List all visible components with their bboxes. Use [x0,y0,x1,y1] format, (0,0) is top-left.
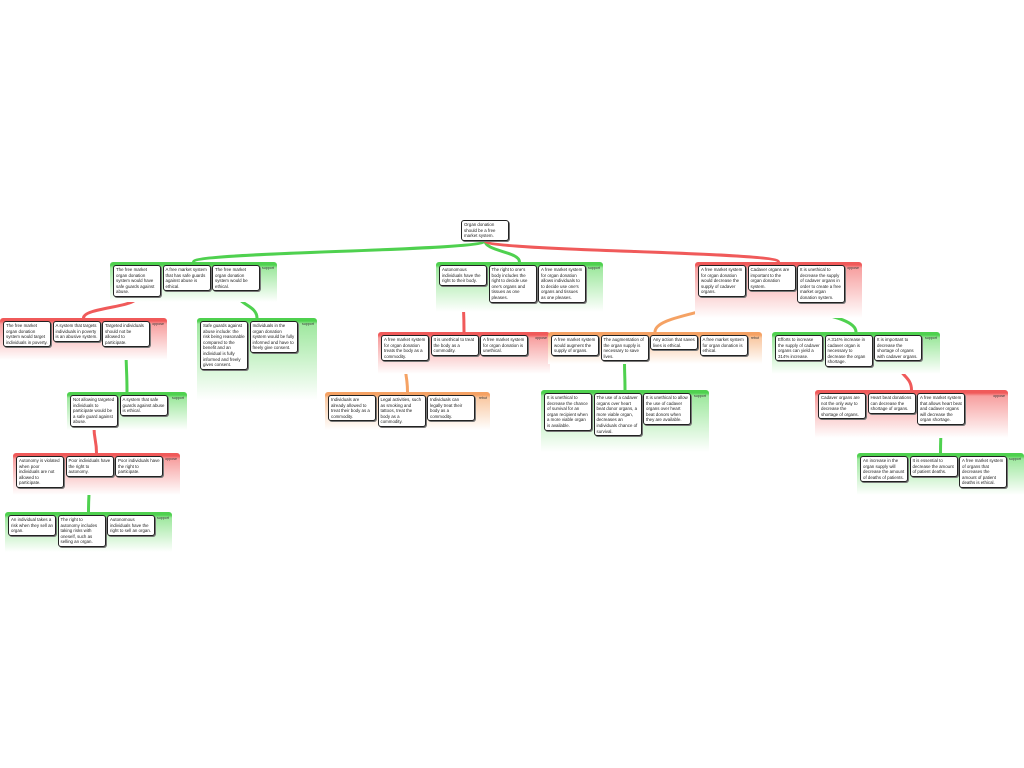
premise-box[interactable]: A free market system for organ donation … [699,335,748,356]
premise-box[interactable]: It is essential to decrease the amount o… [909,456,958,477]
premise-box[interactable]: An individual takes a risk when they sel… [8,515,56,536]
premise-box[interactable]: Not allowing targeted individuals to par… [70,395,118,427]
rebut-group: rebut A free market system would augment … [548,332,762,364]
premise-box[interactable]: Individuals are already allowed to treat… [328,395,376,422]
group-type-label: support [694,394,706,398]
premise-box[interactable]: The free market organ donation system wo… [212,265,260,292]
rebut-group: rebut Individuals are already allowed to … [325,392,490,430]
group-type-label: oppose [165,457,177,461]
premise-box[interactable]: A free market system that allows heart b… [917,393,965,425]
support-group: support It is unethical to decrease the c… [541,390,709,452]
premise-box[interactable]: Targeted individuals should not be allow… [102,321,150,348]
group-type-label: support [157,516,169,520]
oppose-connector [92,426,98,454]
premise-box[interactable]: The free market organ donation system wo… [113,265,161,297]
group-type-label: oppose [847,266,859,270]
group-type-label: support [925,336,937,340]
group-type-label: support [1009,457,1021,461]
premise-box[interactable]: Autonomy is violated when poor individua… [16,456,64,488]
support-group: support An individual takes a risk when t… [5,512,172,552]
group-type-label: support [302,322,314,326]
oppose-group: oppose A free market system for organ don… [695,262,862,318]
premise-box[interactable]: The free market organ donation system wo… [3,321,51,348]
premise-box[interactable]: Individuals in the organ donation system… [249,321,298,353]
premise-box[interactable]: Efforts to increase the supply of cadave… [775,335,823,362]
root-claim[interactable]: Organ donation should be a free market s… [461,220,509,241]
group-type-label: oppose [152,322,164,326]
premise-box[interactable]: A system that safe guards against abuse … [119,395,168,416]
group-type-label: support [172,396,184,400]
group-type-label: support [588,266,600,270]
oppose-group: oppose The free market organ donation sys… [0,318,167,360]
premise-box[interactable]: Poor individuals have the right to parti… [115,456,163,477]
premise-box[interactable]: A free market system for organ donation … [381,335,429,362]
premise-box[interactable]: Cadaver organs are important to the orga… [747,265,796,292]
group-type-label: oppose [993,394,1005,398]
premise-box[interactable]: The right to autonomy includes taking ri… [57,515,106,547]
oppose-group: oppose Cadaver organs are not the only wa… [815,390,1008,438]
premise-box[interactable]: It is unethical to decrease the chance o… [544,393,592,431]
premise-box[interactable]: A free market system for organ donation … [480,335,528,356]
oppose-connector [483,239,780,264]
premise-box[interactable]: It is unethical to treat the body as a c… [430,335,479,356]
premise-box[interactable]: Autonomous individuals have the right to… [439,265,487,286]
premise-box[interactable]: Safe guards against abuse include: the r… [200,321,248,370]
premise-box[interactable]: Cadaver organs are not the only way to d… [818,393,866,420]
premise-box[interactable]: Poor individuals have the right to auton… [65,456,114,477]
oppose-group: oppose Autonomy is violated when poor ind… [13,453,180,495]
support-group: support An increase in the organ supply w… [857,453,1024,495]
premise-box[interactable]: A free market system for organ donation … [698,265,746,297]
support-group: support Efforts to increase the supply of… [772,332,940,374]
premise-box[interactable]: The use of a cadaver organs over heart b… [593,393,642,437]
premise-box[interactable]: A system that targets individuals in pov… [52,321,101,342]
premise-box[interactable]: A free market system for organ donation … [538,265,586,303]
premise-box[interactable]: Heart beat donations can decrease the sh… [867,393,916,414]
premise-box[interactable]: The augmentation of the organ supply is … [600,335,649,362]
oppose-group: oppose A free market system for organ don… [378,332,550,374]
premise-box[interactable]: A free market system that has safe guard… [162,265,211,292]
premise-box[interactable]: It is unethical to allow the use of cada… [643,393,691,425]
support-group: support Safe guards against abuse include… [197,318,317,400]
premise-box[interactable]: It is unethical to decrease the supply o… [797,265,845,303]
premise-box[interactable]: A free market system would augment the s… [551,335,599,356]
group-type-label: rebut [478,396,487,400]
premise-box[interactable]: An increase in the organ supply will dec… [860,456,908,483]
premise-box[interactable]: Legal activities, such as smoking and ta… [377,395,426,427]
support-connector [192,239,487,264]
premise-box[interactable]: The right to one's body includes the rig… [488,265,537,303]
group-type-label: oppose [535,336,547,340]
support-group: support Autonomous individuals have the r… [436,262,603,312]
support-group: support Not allowing targeted individuals… [67,392,187,430]
group-type-label: rebut [750,336,759,340]
premise-box[interactable]: A free market system of organs that decr… [959,456,1007,488]
premise-box[interactable]: A 314% increase in cadaver organ is nece… [824,335,873,367]
group-type-label: support [262,266,274,270]
support-connector [623,361,627,391]
premise-box[interactable]: Individuals can legally treat their body… [427,395,475,422]
premise-box[interactable]: It is important to decrease the shortage… [874,335,922,362]
premise-box[interactable]: Autonomous individuals have the right to… [107,515,155,536]
premise-box[interactable]: Any action that saves lives is ethical. [650,335,698,351]
